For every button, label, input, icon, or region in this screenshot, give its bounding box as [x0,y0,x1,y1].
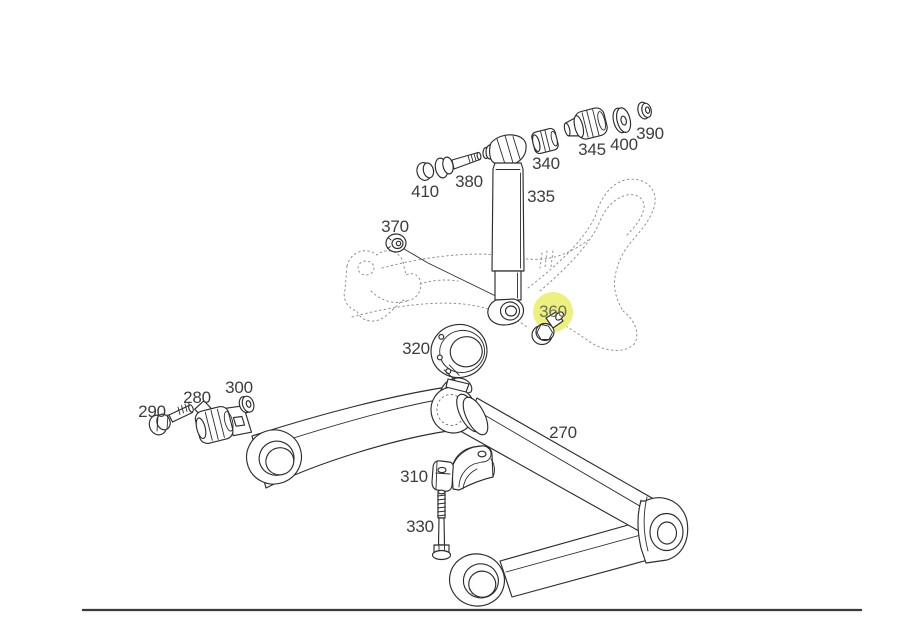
trailing-arm-270 [245,377,689,607]
nut-390 [637,101,652,120]
part-label-400[interactable]: 400 [610,135,638,154]
part-label-320[interactable]: 320 [402,339,430,358]
part-label-410[interactable]: 410 [411,182,439,201]
shock-absorber-335 [482,134,527,326]
clamp-half-310 [431,445,495,492]
part-label-330[interactable]: 330 [406,517,434,536]
cap-410 [416,162,435,181]
washer-400 [612,107,632,134]
part-label-335[interactable]: 335 [527,187,555,206]
part-label-280[interactable]: 280 [183,388,211,407]
part-label-290[interactable]: 290 [138,402,166,421]
arm-lower-eye [448,553,506,607]
bolt-330 [431,489,452,561]
part-label-340[interactable]: 340 [532,154,560,173]
part-label-380[interactable]: 380 [455,172,483,191]
leader-line-370 [403,248,507,302]
clamp-ring-320 [430,323,488,393]
bushing-345 [563,107,608,140]
nut-370 [385,233,407,253]
part-label-370[interactable]: 370 [381,217,409,236]
part-label-310[interactable]: 310 [400,467,428,486]
washer-300 [238,395,255,414]
part-label-270[interactable]: 270 [549,423,577,442]
bolt-290 [148,402,194,436]
bushing-280 [194,400,253,444]
arm-left-eye [245,429,303,485]
bolt-360 [531,311,564,346]
bushing-340 [531,127,559,155]
part-label-300[interactable]: 300 [225,378,253,397]
part-label-345[interactable]: 345 [578,140,606,159]
part-labels: 270 280 290 300 310 320 330 335 340 345 … [138,124,664,536]
bolt-380 [434,151,482,179]
part-label-360-highlighted[interactable]: 360 [539,302,567,321]
selection-highlight [533,292,573,332]
part-label-390[interactable]: 390 [636,124,664,143]
